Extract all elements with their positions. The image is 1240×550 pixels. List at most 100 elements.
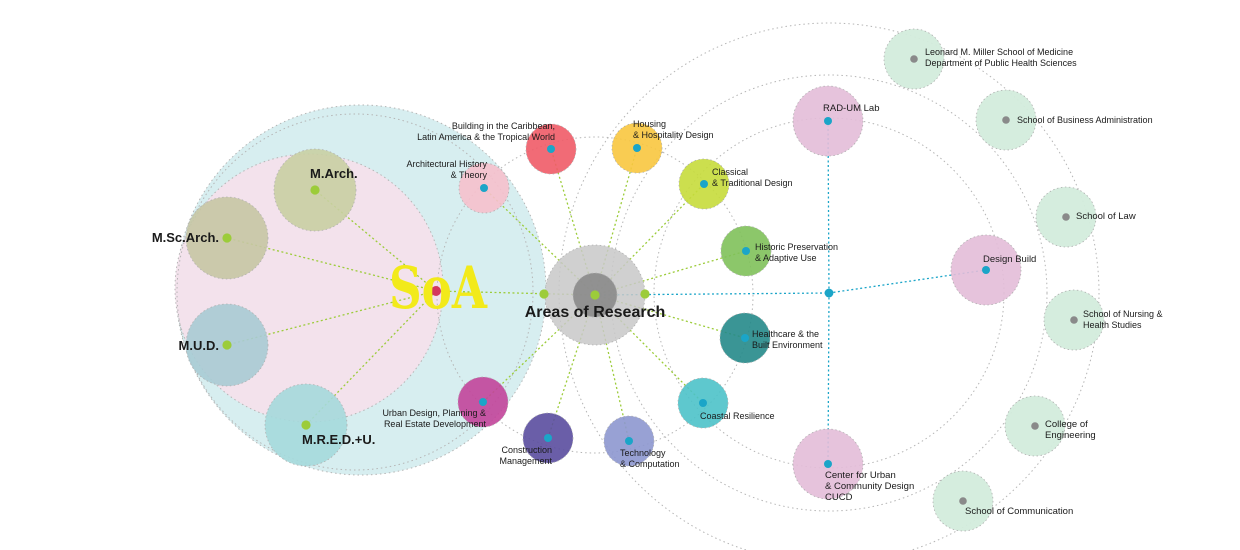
research-dot-construction xyxy=(544,434,552,442)
research-label-arch-history: Architectural History& Theory xyxy=(406,159,487,180)
research-link-housing xyxy=(594,147,638,296)
hub-right-dot xyxy=(640,289,650,299)
research-label-classical-line: Classical xyxy=(712,167,748,177)
soa-ring xyxy=(176,113,534,471)
research-label-technology-line: Technology xyxy=(620,448,666,458)
school-label-law-line: School of Law xyxy=(1076,211,1136,222)
schools-ring xyxy=(558,22,1100,550)
research-label-construction-line: Management xyxy=(499,456,552,466)
school-label-engineering-line: Engineering xyxy=(1045,430,1096,441)
school-label-business-line: School of Business Administration xyxy=(1017,115,1153,125)
school-label-communication-line: School of Communication xyxy=(965,506,1073,517)
node-labels: M.Arch. M.Sc.Arch. M.U.D. M.R.E.D.+U. Archit… xyxy=(152,47,1163,517)
research-label-healthcare-line: Healthcare & the xyxy=(752,329,819,339)
research-dot-coastal xyxy=(699,399,707,407)
school-dot-law xyxy=(1062,213,1070,221)
lab-dot-design-build xyxy=(982,266,990,274)
research-dot-classical xyxy=(700,180,708,188)
research-label-caribbean-line: Latin America & the Tropical World xyxy=(417,132,555,142)
research-label-arch-history-line: & Theory xyxy=(451,170,488,180)
research-label-arch-history-line: Architectural History xyxy=(406,159,487,169)
research-label-housing-line: & Hospitality Design xyxy=(633,130,714,140)
research-dot-urban-design xyxy=(479,398,487,406)
research-dot-historic xyxy=(742,247,750,255)
school-dot-engineering xyxy=(1031,422,1039,430)
school-dot-communication xyxy=(959,497,967,505)
research-link-classical xyxy=(594,183,705,296)
program-label-msc: M.Sc.Arch. xyxy=(152,230,219,245)
lab-label-cucd-line: Center for Urban xyxy=(825,470,896,481)
lab-label-cucd-line: CUCD xyxy=(825,492,853,503)
research-label-historic-line: Historic Preservation xyxy=(755,242,838,252)
school-label-nursing-line: Health Studies xyxy=(1083,320,1142,330)
hub-left-dot xyxy=(539,289,549,299)
node-dots xyxy=(222,55,1078,505)
school-label-medicine-line: Department of Public Health Sciences xyxy=(925,58,1077,68)
school-label-medicine-line: Leonard M. Miller School of Medicine xyxy=(925,47,1073,57)
lab-label-cucd-line: & Community Design xyxy=(825,481,914,492)
school-label-communication: School of Communication xyxy=(965,506,1073,517)
research-label-coastal: Coastal Resilience xyxy=(700,411,775,421)
research-label-housing: Housing& Hospitality Design xyxy=(633,119,714,140)
lab-label-design-build-line: Design Build xyxy=(983,254,1036,265)
research-label-urban-design: Urban Design, Planning &Real Estate Deve… xyxy=(382,408,486,429)
soa-logo: SoA xyxy=(389,254,488,322)
program-dot-mud xyxy=(222,340,232,350)
school-dot-business xyxy=(1002,116,1010,124)
research-label-caribbean-line: Building in the Caribbean, xyxy=(452,121,555,131)
research-label-historic: Historic Preservation& Adaptive Use xyxy=(755,242,838,263)
program-dot-march xyxy=(310,185,320,195)
school-dot-medicine xyxy=(910,55,918,63)
hub-to-labs-link xyxy=(594,292,830,296)
school-label-nursing-line: School of Nursing & xyxy=(1083,309,1163,319)
research-label-housing-line: Housing xyxy=(633,119,666,129)
research-label-historic-line: & Adaptive Use xyxy=(755,253,817,263)
research-dot-healthcare xyxy=(741,334,749,342)
school-label-law: School of Law xyxy=(1076,211,1136,222)
research-link-caribbean xyxy=(550,148,596,296)
program-label-march: M.Arch. xyxy=(310,166,358,181)
labs-hub-dot xyxy=(824,288,834,298)
lab-link-rad-um xyxy=(827,120,830,294)
research-label-urban-design-line: Urban Design, Planning & xyxy=(382,408,486,418)
hub-center-dot xyxy=(590,290,600,300)
program-dot-msc xyxy=(222,233,232,243)
lab-label-design-build: Design Build xyxy=(983,254,1036,265)
research-label-technology: Technology& Computation xyxy=(620,448,680,469)
lab-dot-cucd xyxy=(824,460,832,468)
research-link-healthcare xyxy=(594,294,746,339)
research-dot-technology xyxy=(625,437,633,445)
research-label-technology-line: & Computation xyxy=(620,459,680,469)
lab-dot-rad-um xyxy=(824,117,832,125)
lab-label-rad-um: RAD-UM Lab xyxy=(823,103,880,114)
research-link-arch-history xyxy=(483,187,596,296)
research-dot-arch-history xyxy=(480,184,488,192)
research-dot-housing xyxy=(633,144,641,152)
research-label-classical: Classical& Traditional Design xyxy=(712,167,793,188)
program-label-mud: M.U.D. xyxy=(179,338,219,353)
lab-label-rad-um-line: RAD-UM Lab xyxy=(823,103,880,114)
research-label-healthcare-line: Built Environment xyxy=(752,340,823,350)
research-dot-caribbean xyxy=(547,145,555,153)
research-label-coastal-line: Coastal Resilience xyxy=(700,411,775,421)
program-label-mred: M.R.E.D.+U. xyxy=(302,432,375,447)
research-label-classical-line: & Traditional Design xyxy=(712,178,793,188)
research-label-caribbean: Building in the Caribbean,Latin America … xyxy=(417,121,555,142)
center-title: Areas of Research xyxy=(525,304,666,321)
research-label-urban-design-line: Real Estate Development xyxy=(384,419,487,429)
school-label-nursing: School of Nursing &Health Studies xyxy=(1083,309,1163,330)
lab-link-cucd xyxy=(827,292,830,465)
research-link-historic xyxy=(594,250,747,296)
research-link-urban-design xyxy=(482,294,596,403)
school-label-engineering-line: College of xyxy=(1045,419,1088,430)
program-dot-mred xyxy=(301,420,311,430)
school-dot-nursing xyxy=(1070,316,1078,324)
research-label-construction-line: Construction xyxy=(501,445,552,455)
